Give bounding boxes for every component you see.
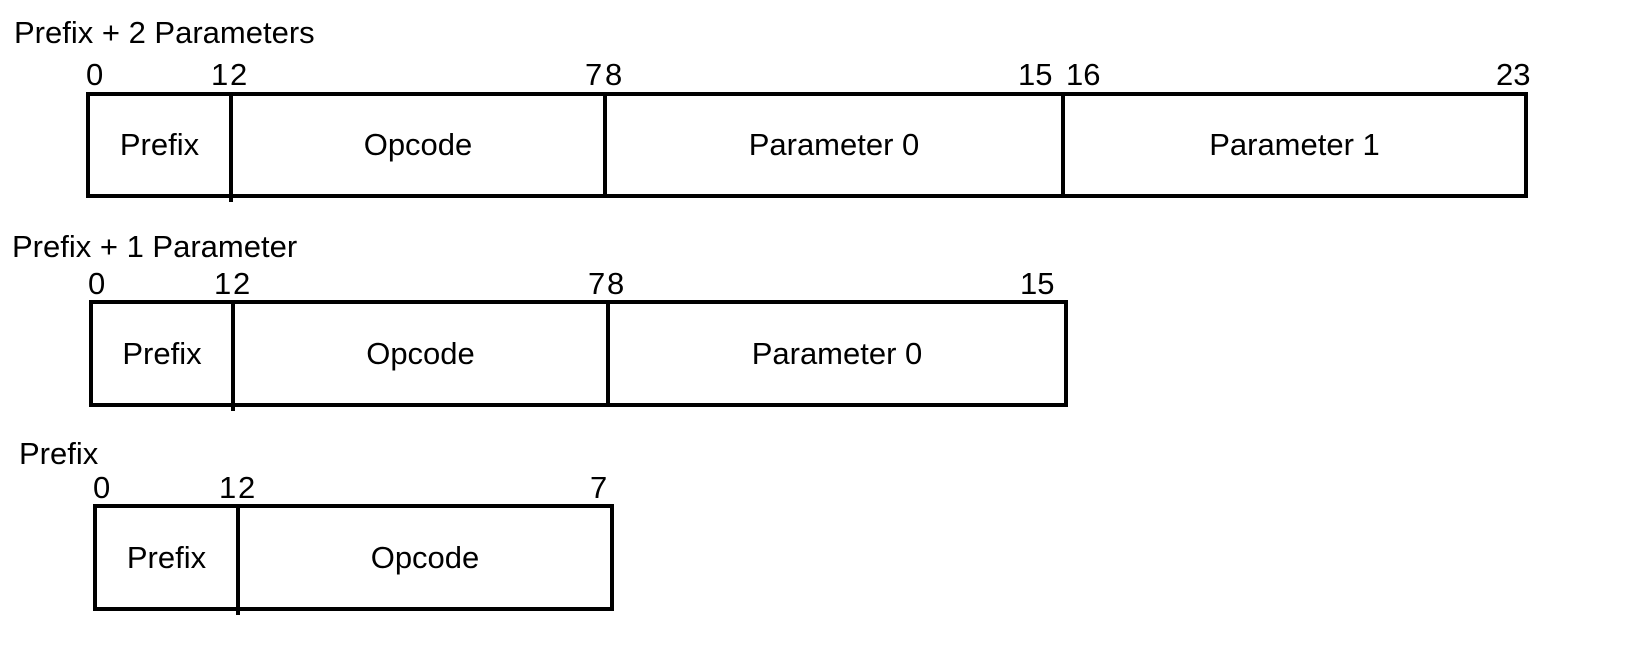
bit-index-label: 2 [233, 266, 251, 301]
field-opcode: Opcode [363, 127, 473, 162]
field-prefix: Prefix [122, 335, 202, 371]
instruction-frame: Prefix Opcode Parameter 0 [89, 300, 1068, 411]
bit-index-label: 0 [86, 57, 104, 92]
bit-index-label: 0 [88, 266, 106, 301]
bit-index-label: 15 [1020, 266, 1055, 301]
bit-index-label: 7 [590, 470, 608, 505]
bit-index-label: 23 [1496, 57, 1531, 92]
bit-index-label: 2 [238, 470, 256, 505]
field-divider [606, 300, 610, 407]
field-divider [229, 92, 233, 202]
field-parameter-0: Parameter 0 [748, 127, 920, 162]
field-divider [1061, 92, 1065, 198]
field-divider [603, 92, 607, 198]
field-opcode: Opcode [366, 335, 475, 371]
bit-index-label: 15 [1018, 57, 1053, 92]
bit-index-label: 2 [230, 57, 248, 92]
bit-index-label: 1 [214, 266, 232, 301]
bit-index-label: 16 [1066, 57, 1101, 92]
format-title: Prefix [19, 436, 99, 471]
format-title: Prefix + 1 Parameter [12, 229, 298, 264]
bit-index-label: 1 [219, 470, 237, 505]
field-prefix: Prefix [126, 539, 207, 575]
instruction-frame: Prefix Opcode Parameter 0 Parameter 1 [86, 92, 1528, 202]
bit-index-label: 0 [93, 470, 111, 505]
format-title: Prefix + 2 Parameters [14, 15, 315, 50]
bit-index-label: 8 [605, 57, 623, 92]
bit-index-label: 7 [588, 266, 606, 301]
instruction-frame: Prefix Opcode [93, 504, 614, 615]
field-prefix: Prefix [119, 127, 200, 162]
field-parameter-0: Parameter 0 [751, 335, 923, 371]
bit-index-label: 7 [585, 57, 603, 92]
field-divider [236, 504, 240, 615]
field-opcode: Opcode [370, 539, 480, 575]
bit-index-label: 8 [607, 266, 625, 301]
field-parameter-1: Parameter 1 [1209, 127, 1380, 162]
field-divider [231, 300, 235, 411]
bit-index-label: 1 [211, 57, 229, 92]
